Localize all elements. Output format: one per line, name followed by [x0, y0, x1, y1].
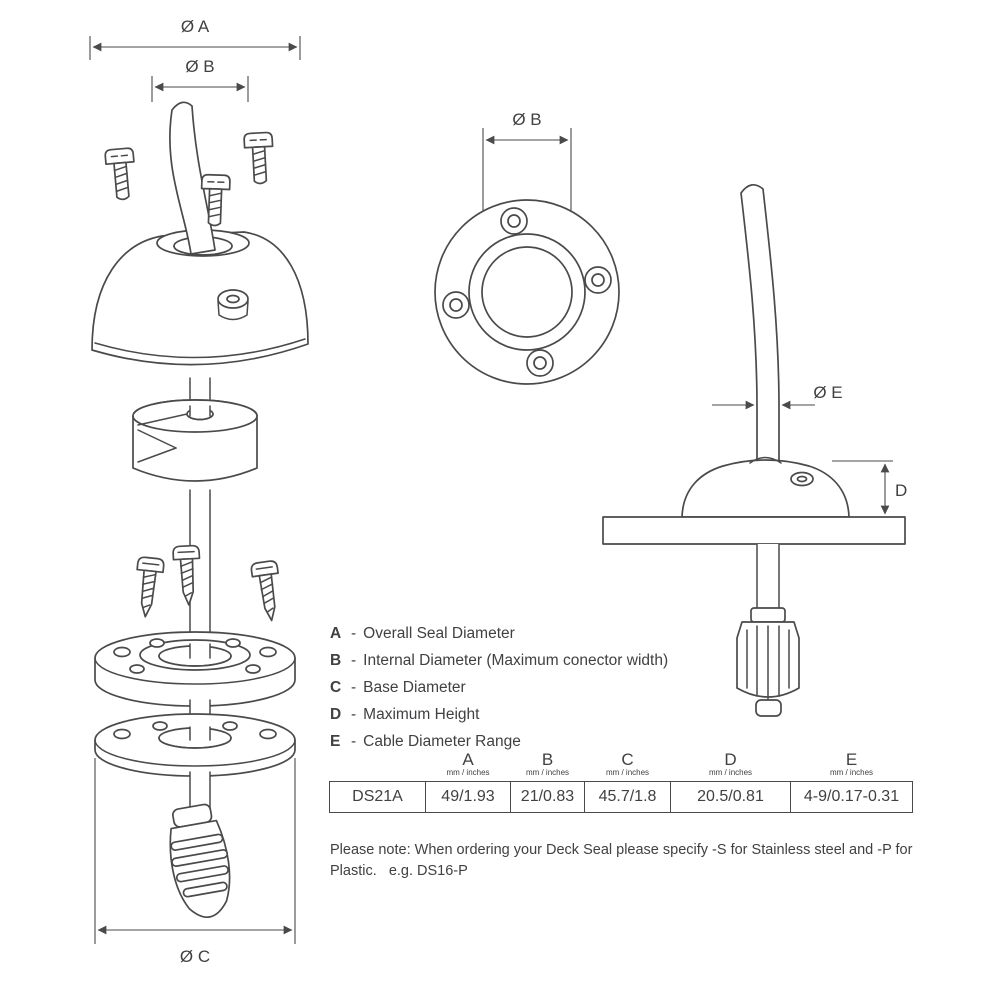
col-letter: A	[462, 750, 474, 769]
cable-connector	[169, 803, 231, 918]
legend-separator: -	[351, 679, 357, 696]
spec-value-cell: 45.7/1.8	[584, 781, 671, 813]
flange-top-view	[434, 199, 620, 385]
legend-letter: C	[330, 679, 342, 696]
legend-text: Cable Diameter Range	[363, 733, 521, 750]
col-letter: E	[845, 750, 858, 769]
legend-separator: -	[351, 625, 357, 642]
spec-col-header: A mm / inches	[426, 750, 511, 782]
legend-letter: B	[330, 652, 342, 669]
col-unit: mm / inches	[708, 768, 753, 777]
col-unit: mm / inches	[446, 768, 490, 777]
gasket-flange	[94, 713, 296, 777]
dim-internal-diameter: Ø B	[151, 57, 249, 102]
cable-segment	[158, 726, 232, 749]
legend-separator: -	[351, 733, 357, 750]
legend-letter: E	[330, 733, 341, 750]
dim-d-label: D	[895, 481, 907, 500]
cable-segment	[756, 543, 780, 613]
machine-screw-icon	[103, 146, 138, 202]
spec-row: DS21A 49/1.93 21/0.83 45.7/1.8 20.5/0.81…	[329, 781, 913, 813]
legend-letter: D	[330, 706, 342, 723]
col-unit: mm / inches	[525, 768, 570, 777]
legend-text: Overall Seal Diameter	[363, 625, 515, 642]
spec-header-empty	[330, 752, 426, 782]
dim-cable-diameter: Ø E	[712, 383, 843, 410]
ordering-note: Please note: When ordering your Deck Sea…	[330, 840, 912, 882]
col-unit: mm / inches	[605, 768, 650, 777]
spec-header-row: A mm / inches B mm / inches C mm / inche…	[330, 750, 913, 782]
legend-separator: -	[351, 652, 357, 669]
dim-c-label: Ø C	[180, 947, 210, 966]
dim-b-top-label: Ø B	[512, 110, 541, 129]
spec-value-cell: 4-9/0.17-0.31	[790, 781, 913, 813]
spec-model-cell: DS21A	[329, 781, 426, 813]
legend-item: A - Overall Seal Diameter	[330, 620, 668, 647]
dim-a-label: Ø A	[181, 17, 210, 36]
dim-internal-diameter-top: Ø B	[482, 110, 572, 213]
cable-segment	[189, 771, 211, 811]
note-line: Please note: When ordering your Deck Sea…	[330, 842, 913, 858]
dim-e-label: Ø E	[813, 383, 842, 402]
col-unit: mm / inches	[829, 768, 874, 777]
top-view: Ø B	[434, 110, 620, 385]
base-flange	[94, 631, 296, 707]
spec-col-header: C mm / inches	[585, 750, 671, 782]
dim-b-label: Ø B	[185, 57, 214, 76]
side-view: Ø E D	[602, 184, 907, 717]
legend-text: Base Diameter	[363, 679, 466, 696]
legend-item: E - Cable Diameter Range	[330, 728, 668, 755]
deck-panel	[602, 516, 906, 545]
tapping-screw-icon	[249, 559, 286, 624]
cable-connector	[736, 607, 800, 717]
legend-text: Internal Diameter (Maximum conector widt…	[363, 652, 669, 669]
spec-value-cell: 21/0.83	[510, 781, 585, 813]
dim-base-diameter: Ø C	[94, 758, 296, 966]
dim-max-height: D	[832, 460, 907, 518]
legend: A - Overall Seal Diameter B - Internal D…	[330, 620, 668, 755]
spec-value-cell: 20.5/0.81	[670, 781, 791, 813]
split-collar	[132, 399, 258, 482]
exploded-view: Ø A Ø B	[89, 17, 309, 966]
col-letter: B	[541, 750, 554, 769]
legend-text: Maximum Height	[363, 706, 480, 723]
legend-item: D - Maximum Height	[330, 701, 668, 728]
col-letter: D	[724, 750, 737, 769]
dome-cap	[91, 229, 309, 366]
cable	[740, 184, 780, 473]
spec-col-header: B mm / inches	[511, 750, 585, 782]
spec-table: A mm / inches B mm / inches C mm / inche…	[329, 750, 913, 813]
legend-separator: -	[351, 706, 357, 723]
cable-segment	[158, 643, 232, 667]
legend-item: C - Base Diameter	[330, 674, 668, 701]
legend-item: B - Internal Diameter (Maximum conector …	[330, 647, 668, 674]
deck-seal-dome	[681, 456, 850, 518]
spec-value-cell: 49/1.93	[425, 781, 511, 813]
legend-letter: A	[330, 625, 342, 642]
cable-segment	[186, 405, 214, 421]
machine-screw-icon	[243, 131, 276, 186]
spec-col-header: E mm / inches	[791, 750, 913, 782]
note-line: Plastic. e.g. DS16-P	[330, 863, 468, 879]
dim-overall-diameter: Ø A	[89, 17, 301, 60]
tapping-screw-icon	[131, 555, 166, 619]
spec-col-header: D mm / inches	[671, 750, 791, 782]
col-letter: C	[621, 750, 634, 769]
